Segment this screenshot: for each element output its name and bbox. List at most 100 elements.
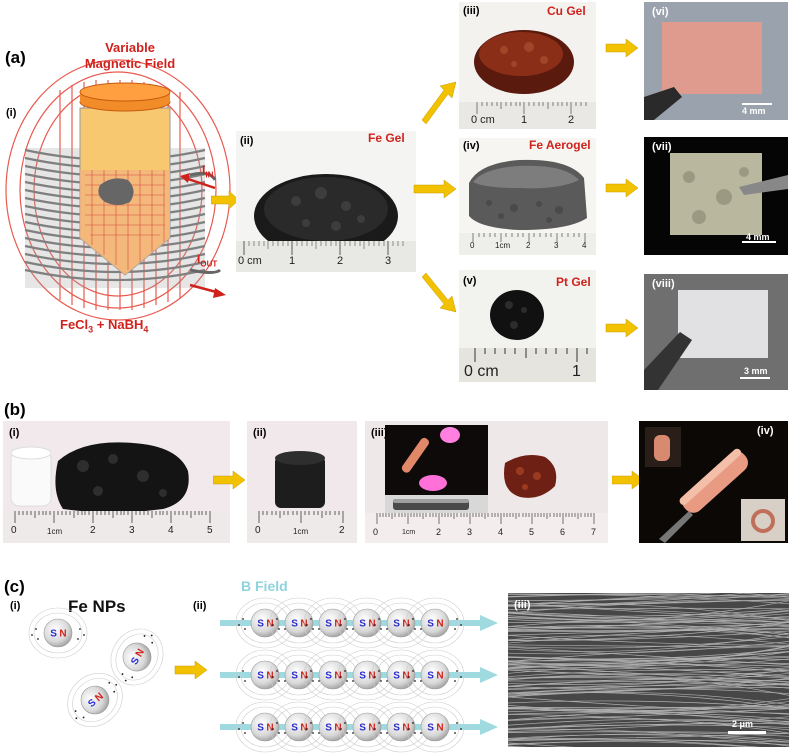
photo-fe-film: (vii) 4 mm (644, 137, 788, 255)
b-ii-ruler-2: 2 (339, 525, 345, 536)
sem-fiber (508, 629, 789, 636)
photo-b-ii: (ii) 0 1cm 2 (247, 421, 357, 543)
sem-fiber (508, 594, 789, 599)
b-iii-ruler-6: 6 (560, 527, 566, 537)
field-title: Variable Magnetic Field (70, 40, 190, 72)
photo-cu-film: (vi) 4 mm (644, 2, 788, 120)
pt-gel-title: Pt Gel (556, 275, 591, 289)
pole-n-text: N (436, 619, 443, 630)
pole-s-text: S (427, 619, 434, 630)
photo-fe-gel: (ii) Fe Gel 0 cm 1 2 3 (236, 131, 416, 272)
photo-pt-gel: (v) Pt Gel 0 cm 1 (459, 270, 596, 382)
sem-fiber (508, 669, 789, 682)
b-ii-ruler-0: 0 (255, 525, 261, 536)
pt-gel-ruler-1: 1 (572, 363, 581, 380)
reagent-sub4: 4 (143, 324, 149, 335)
panel-b-i-label: (i) (9, 427, 20, 439)
pole-s-text: S (325, 619, 332, 630)
fe-gel-title: Fe Gel (368, 131, 405, 145)
sem-fiber (508, 627, 789, 632)
reagent-sub3: 3 (88, 324, 94, 335)
fe-gel-ruler-1: 1 (289, 255, 296, 267)
panel-a-label: (a) (5, 48, 26, 67)
gel-clump (98, 178, 134, 205)
panel-a-iii-label: (iii) (463, 5, 480, 17)
panel-a-vi-label: (vi) (652, 6, 669, 18)
photo-sem: (iii) 2 μm (508, 593, 789, 747)
pole-s-text: S (393, 619, 400, 630)
sem-fiber (508, 733, 789, 741)
arrow-a-i-ii (211, 190, 240, 210)
sem-fiber (508, 601, 789, 619)
sem-fiber (508, 641, 789, 655)
sem-fiber (508, 734, 789, 743)
b-iii-ruler-2: 2 (436, 527, 442, 537)
sem-fiber (508, 644, 789, 648)
sem-fiber (508, 622, 789, 641)
sem-fiber (508, 707, 789, 709)
photo-b-iv: (iv) (639, 421, 788, 543)
panel-b-label: (b) (4, 400, 26, 419)
nanoparticle: SN (67, 672, 123, 728)
current-out-symbol: I (197, 252, 201, 266)
panel-b-iv-label: (iv) (757, 425, 774, 437)
sem-fiber (508, 611, 789, 628)
sem-fiber (508, 646, 789, 666)
sem-fiber (508, 610, 789, 621)
nanoparticle: SN (110, 628, 164, 686)
panel-b-ii-label: (ii) (253, 427, 267, 439)
sem-fiber (508, 684, 789, 691)
b-iii-ruler-7: 7 (591, 527, 597, 537)
sem-fiber (508, 600, 789, 622)
pole-s-text: S (325, 671, 332, 682)
pole-s-text: S (291, 619, 298, 630)
pole-n-text: N (436, 671, 443, 682)
sem-fiber (508, 675, 789, 696)
current-out-sub: OUT (200, 259, 218, 269)
sem-fiber (508, 593, 789, 598)
fe-aerogel-title: Fe Aerogel (529, 138, 591, 152)
sem-fiber (508, 607, 789, 610)
photo-fe-aerogel: (iv) Fe Aerogel 0 1cm 2 3 4 (459, 138, 596, 255)
pole-s-text: S (359, 619, 366, 630)
sem-fiber (508, 626, 789, 638)
sem-fiber (508, 673, 789, 690)
sem-fiber (508, 696, 789, 715)
aerogel-ruler-1: 1cm (495, 241, 511, 250)
pole-s-text: S (257, 723, 264, 734)
pole-n-text: N (436, 723, 443, 734)
arrow-c-i-ii (174, 660, 208, 680)
b-i-ruler-0: 0 (11, 525, 17, 536)
b-iii-ruler-1: 1cm (402, 529, 416, 536)
sem-fiber (508, 688, 789, 695)
sem-fiber (508, 680, 789, 689)
current-out-label: IOUT (197, 252, 217, 268)
fe-gel-ruler-2: 2 (337, 255, 344, 267)
b-i-ruler-4: 4 (168, 525, 174, 536)
fe-nps-title: Fe NPs (68, 597, 126, 616)
aerogel-ruler-2: 2 (526, 241, 531, 250)
sem-fiber (508, 657, 789, 673)
branch-arrows (413, 81, 457, 313)
aerogel-ruler-4: 4 (582, 241, 587, 250)
b-ii-ruler-1: 1cm (293, 527, 309, 536)
arrows-to-films (605, 38, 639, 338)
pole-n-text: N (134, 647, 147, 659)
pole-s-text: S (325, 723, 332, 734)
photo-cu-gel: (iii) Cu Gel 0 cm 1 2 (459, 2, 596, 129)
b-i-ruler-5: 5 (207, 525, 213, 536)
sem-fiber (508, 723, 789, 730)
b-iii-ruler-4: 4 (498, 527, 504, 537)
pt-gel-ruler-0: 0 cm (464, 363, 499, 380)
sem-fiber (508, 718, 789, 726)
panel-c-ii-label: (ii) (193, 600, 207, 612)
arrow-b-i-ii (213, 470, 246, 490)
reagent-nabh: + NaBH (93, 317, 144, 332)
reagents-label: FeCl3 + NaBH4 (60, 317, 148, 335)
sem-fiber (508, 656, 789, 661)
